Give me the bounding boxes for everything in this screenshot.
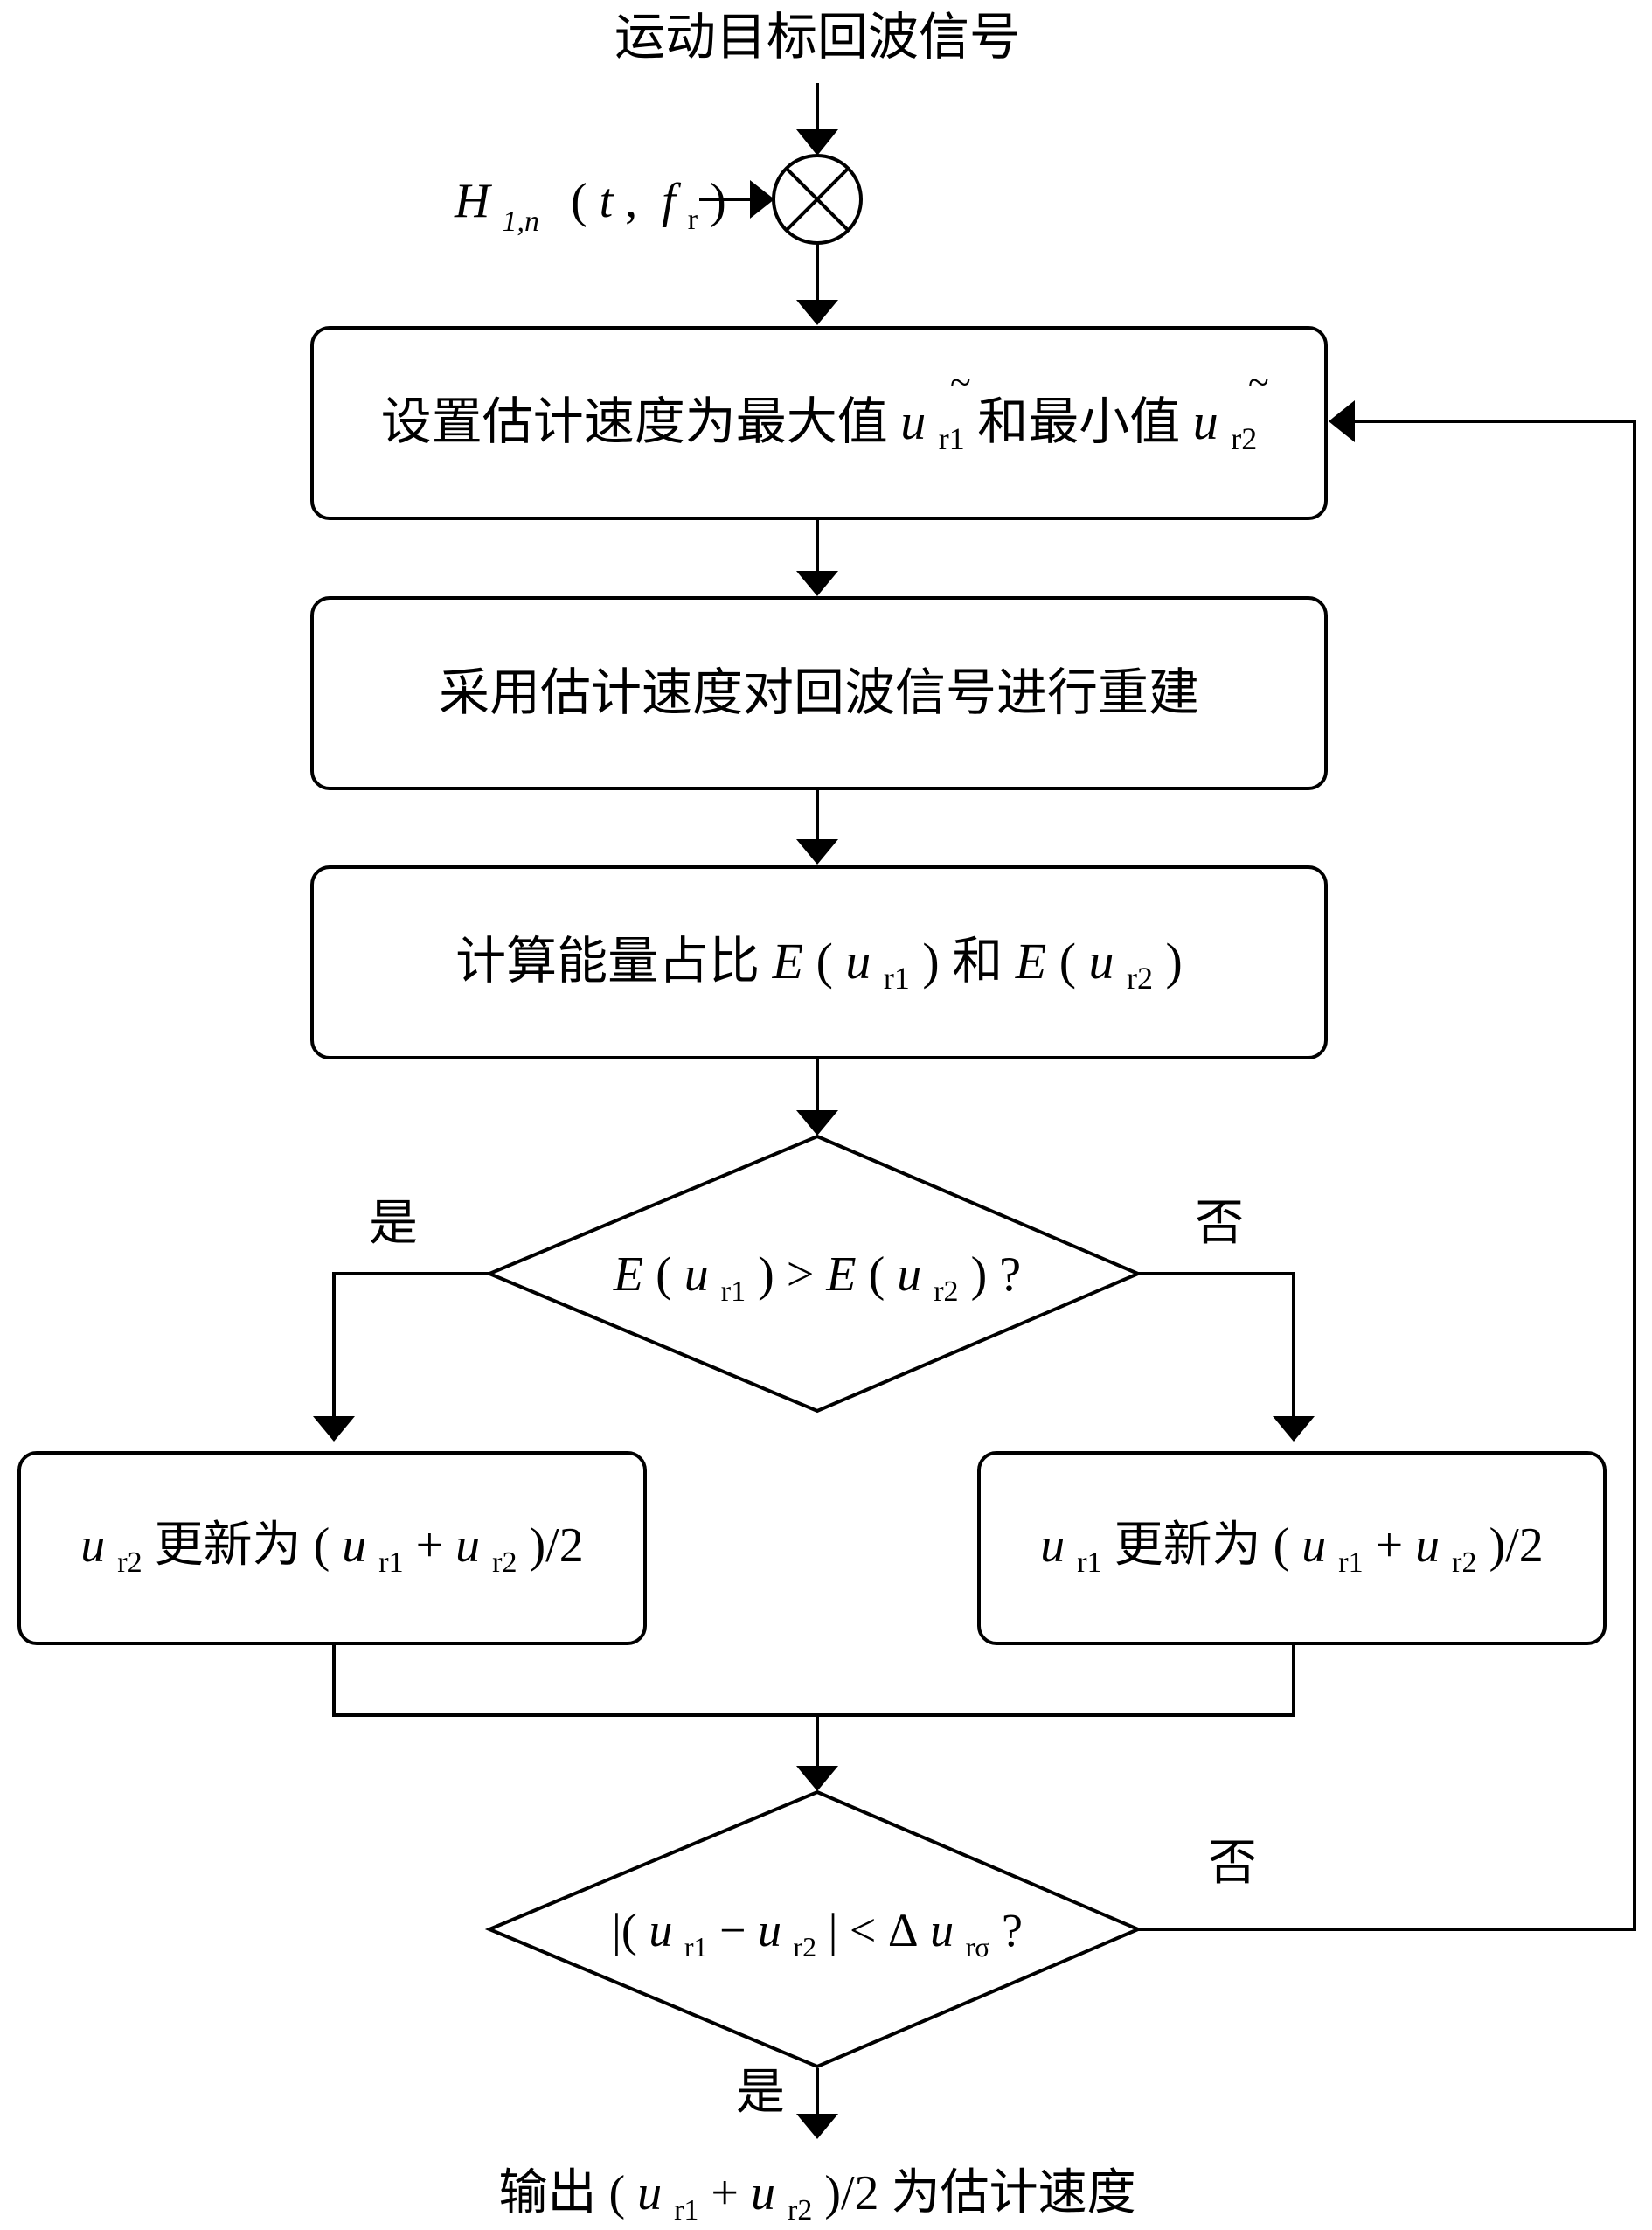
arrow-reconstruct-to-energy	[796, 790, 838, 865]
arrow-h-to-mixer	[699, 180, 774, 219]
arrow-input-to-mixer	[796, 83, 838, 156]
update-r2-text: u r2 更新为 ( u r1 + u r2 )/2	[80, 1517, 583, 1583]
merge-connector	[332, 1645, 1295, 1791]
arrow-decision-to-left	[313, 1272, 489, 1442]
update-r2-box	[17, 1451, 647, 1645]
mixer-icon	[772, 154, 863, 245]
mixer-input-label: H 1,n ( t , f r )	[454, 174, 726, 242]
init-velocity-box	[310, 326, 1328, 520]
reconstruct-box	[310, 596, 1328, 790]
decision-no-label: 否	[1195, 1195, 1244, 1252]
energy-ratio-box	[310, 865, 1328, 1059]
energy-decision-diamond	[484, 1134, 1143, 1414]
converge-decision-diamond	[484, 1789, 1143, 2069]
tilde-mark: ~	[1248, 361, 1269, 404]
converge-yes-label: 是	[736, 2064, 785, 2121]
input-signal-label: 运动目标回波信号	[614, 7, 1020, 66]
decision-yes-label: 是	[369, 1195, 418, 1252]
arrow-converge-to-output	[796, 2068, 838, 2139]
update-r1-text: u r1 更新为 ( u r1 + u r2 )/2	[1040, 1517, 1543, 1583]
converge-decision-text: |( u r1 − u r2 | < Δ u rσ ?	[612, 1904, 1023, 1967]
arrow-loop-back	[1138, 400, 1636, 1931]
tilde-mark: ~	[950, 361, 971, 404]
output-label: 输出 ( u r1 + u r2 )/2 为估计速度	[498, 2164, 1135, 2230]
arrow-mixer-to-init	[796, 243, 838, 325]
converge-no-label: 否	[1208, 1835, 1257, 1892]
arrow-decision-to-right	[1138, 1272, 1315, 1442]
update-r1-box	[977, 1451, 1607, 1645]
init-velocity-text: 设置估计速度为最大值 u r1 和最小值 u r2	[381, 392, 1258, 461]
arrow-energy-to-decision	[796, 1059, 838, 1136]
energy-ratio-text: 计算能量占比 E ( u r1 ) 和 E ( u r2 )	[455, 931, 1183, 1000]
reconstruct-text: 采用估计速度对回波信号进行重建	[439, 663, 1199, 722]
energy-decision-text: E ( u r1 ) > E ( u r2 ) ?	[613, 1247, 1021, 1312]
arrow-init-to-reconstruct	[796, 520, 838, 596]
